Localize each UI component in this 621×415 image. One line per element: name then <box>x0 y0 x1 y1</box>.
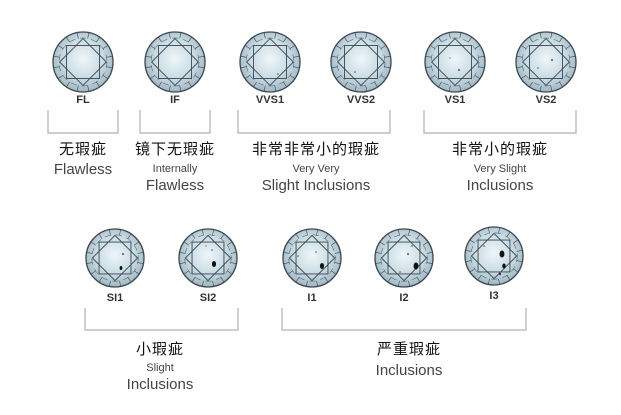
diamond-if <box>144 31 206 93</box>
grade-label-vvs2: VVS2 <box>346 94 376 106</box>
group-en2-if: Flawless <box>145 177 205 194</box>
grade-label-vs2: VS2 <box>535 94 557 106</box>
group-zh-if: 镜下无瑕疵 <box>134 140 216 158</box>
grade-label-si1: SI1 <box>106 292 124 304</box>
grade-label-i3: I3 <box>489 290 499 302</box>
diamond-si2 <box>178 228 238 288</box>
group-zh-i: 严重瑕疵 <box>376 340 442 358</box>
group-zh-si: 小瑕疵 <box>135 340 185 358</box>
inclusion-mark <box>537 67 539 69</box>
inclusion-mark <box>449 57 451 59</box>
group-en-flawless: Flawless <box>53 161 113 178</box>
diamond-vs1 <box>424 31 486 93</box>
grade-label-i2: I2 <box>399 292 409 304</box>
inclusion-mark <box>483 245 485 247</box>
inclusion-mark <box>319 263 325 269</box>
group-bracket <box>84 308 239 331</box>
diamond-i1 <box>282 228 342 288</box>
inclusion-mark <box>354 71 356 73</box>
group-en1-vs: Very Slight <box>473 163 527 175</box>
group-zh-flawless: 无瑕疵 <box>58 140 108 158</box>
inclusion-mark <box>458 69 460 71</box>
group-bracket <box>237 110 391 134</box>
diamond-fl <box>52 31 114 93</box>
group-bracket <box>139 110 211 134</box>
grade-label-i1: I1 <box>307 292 317 304</box>
grade-label-si2: SI2 <box>199 292 217 304</box>
diamond-vvs2 <box>330 31 392 93</box>
grade-label-vvs1: VVS1 <box>255 94 285 106</box>
group-en1-vvs: Very Very <box>292 163 340 175</box>
diamond-vs2 <box>515 31 577 93</box>
diamond-i3 <box>464 226 524 286</box>
group-en2-vs: Inclusions <box>466 177 534 194</box>
grade-label-vs1: VS1 <box>444 94 466 106</box>
group-en1-if: Internally <box>152 163 198 175</box>
group-en1-si: Slight <box>146 362 174 374</box>
inclusion-mark <box>407 253 409 255</box>
inclusion-mark <box>211 261 217 267</box>
inclusion-mark <box>315 251 317 253</box>
inclusion-mark <box>211 249 213 251</box>
grade-label-fl: FL <box>76 94 90 106</box>
inclusion-mark <box>297 255 299 257</box>
group-en-i: Inclusions <box>375 362 443 379</box>
diamond-si1 <box>85 228 145 288</box>
group-bracket <box>423 110 577 134</box>
inclusion-mark <box>413 262 419 270</box>
inclusion-mark <box>411 245 413 247</box>
group-en2-si: Inclusions <box>126 376 194 393</box>
inclusion-mark <box>502 263 506 269</box>
inclusion-mark <box>399 271 401 273</box>
diamond-vvs1 <box>239 31 301 93</box>
group-bracket <box>47 110 119 134</box>
inclusion-mark <box>387 265 389 267</box>
diamond-i2 <box>374 228 434 288</box>
inclusion-mark <box>551 59 553 61</box>
inclusion-mark <box>499 272 501 276</box>
group-en2-vvs: Slight Inclusions <box>261 177 371 194</box>
inclusion-mark <box>499 250 505 258</box>
inclusion-mark <box>122 253 124 255</box>
group-zh-vvs: 非常非常小的瑕疵 <box>251 140 381 158</box>
inclusion-mark <box>119 266 123 270</box>
group-bracket <box>281 308 527 331</box>
inclusion-mark <box>205 245 207 247</box>
grade-label-if: IF <box>170 94 180 106</box>
inclusion-mark <box>277 73 279 75</box>
group-zh-vs: 非常小的瑕疵 <box>451 140 549 158</box>
